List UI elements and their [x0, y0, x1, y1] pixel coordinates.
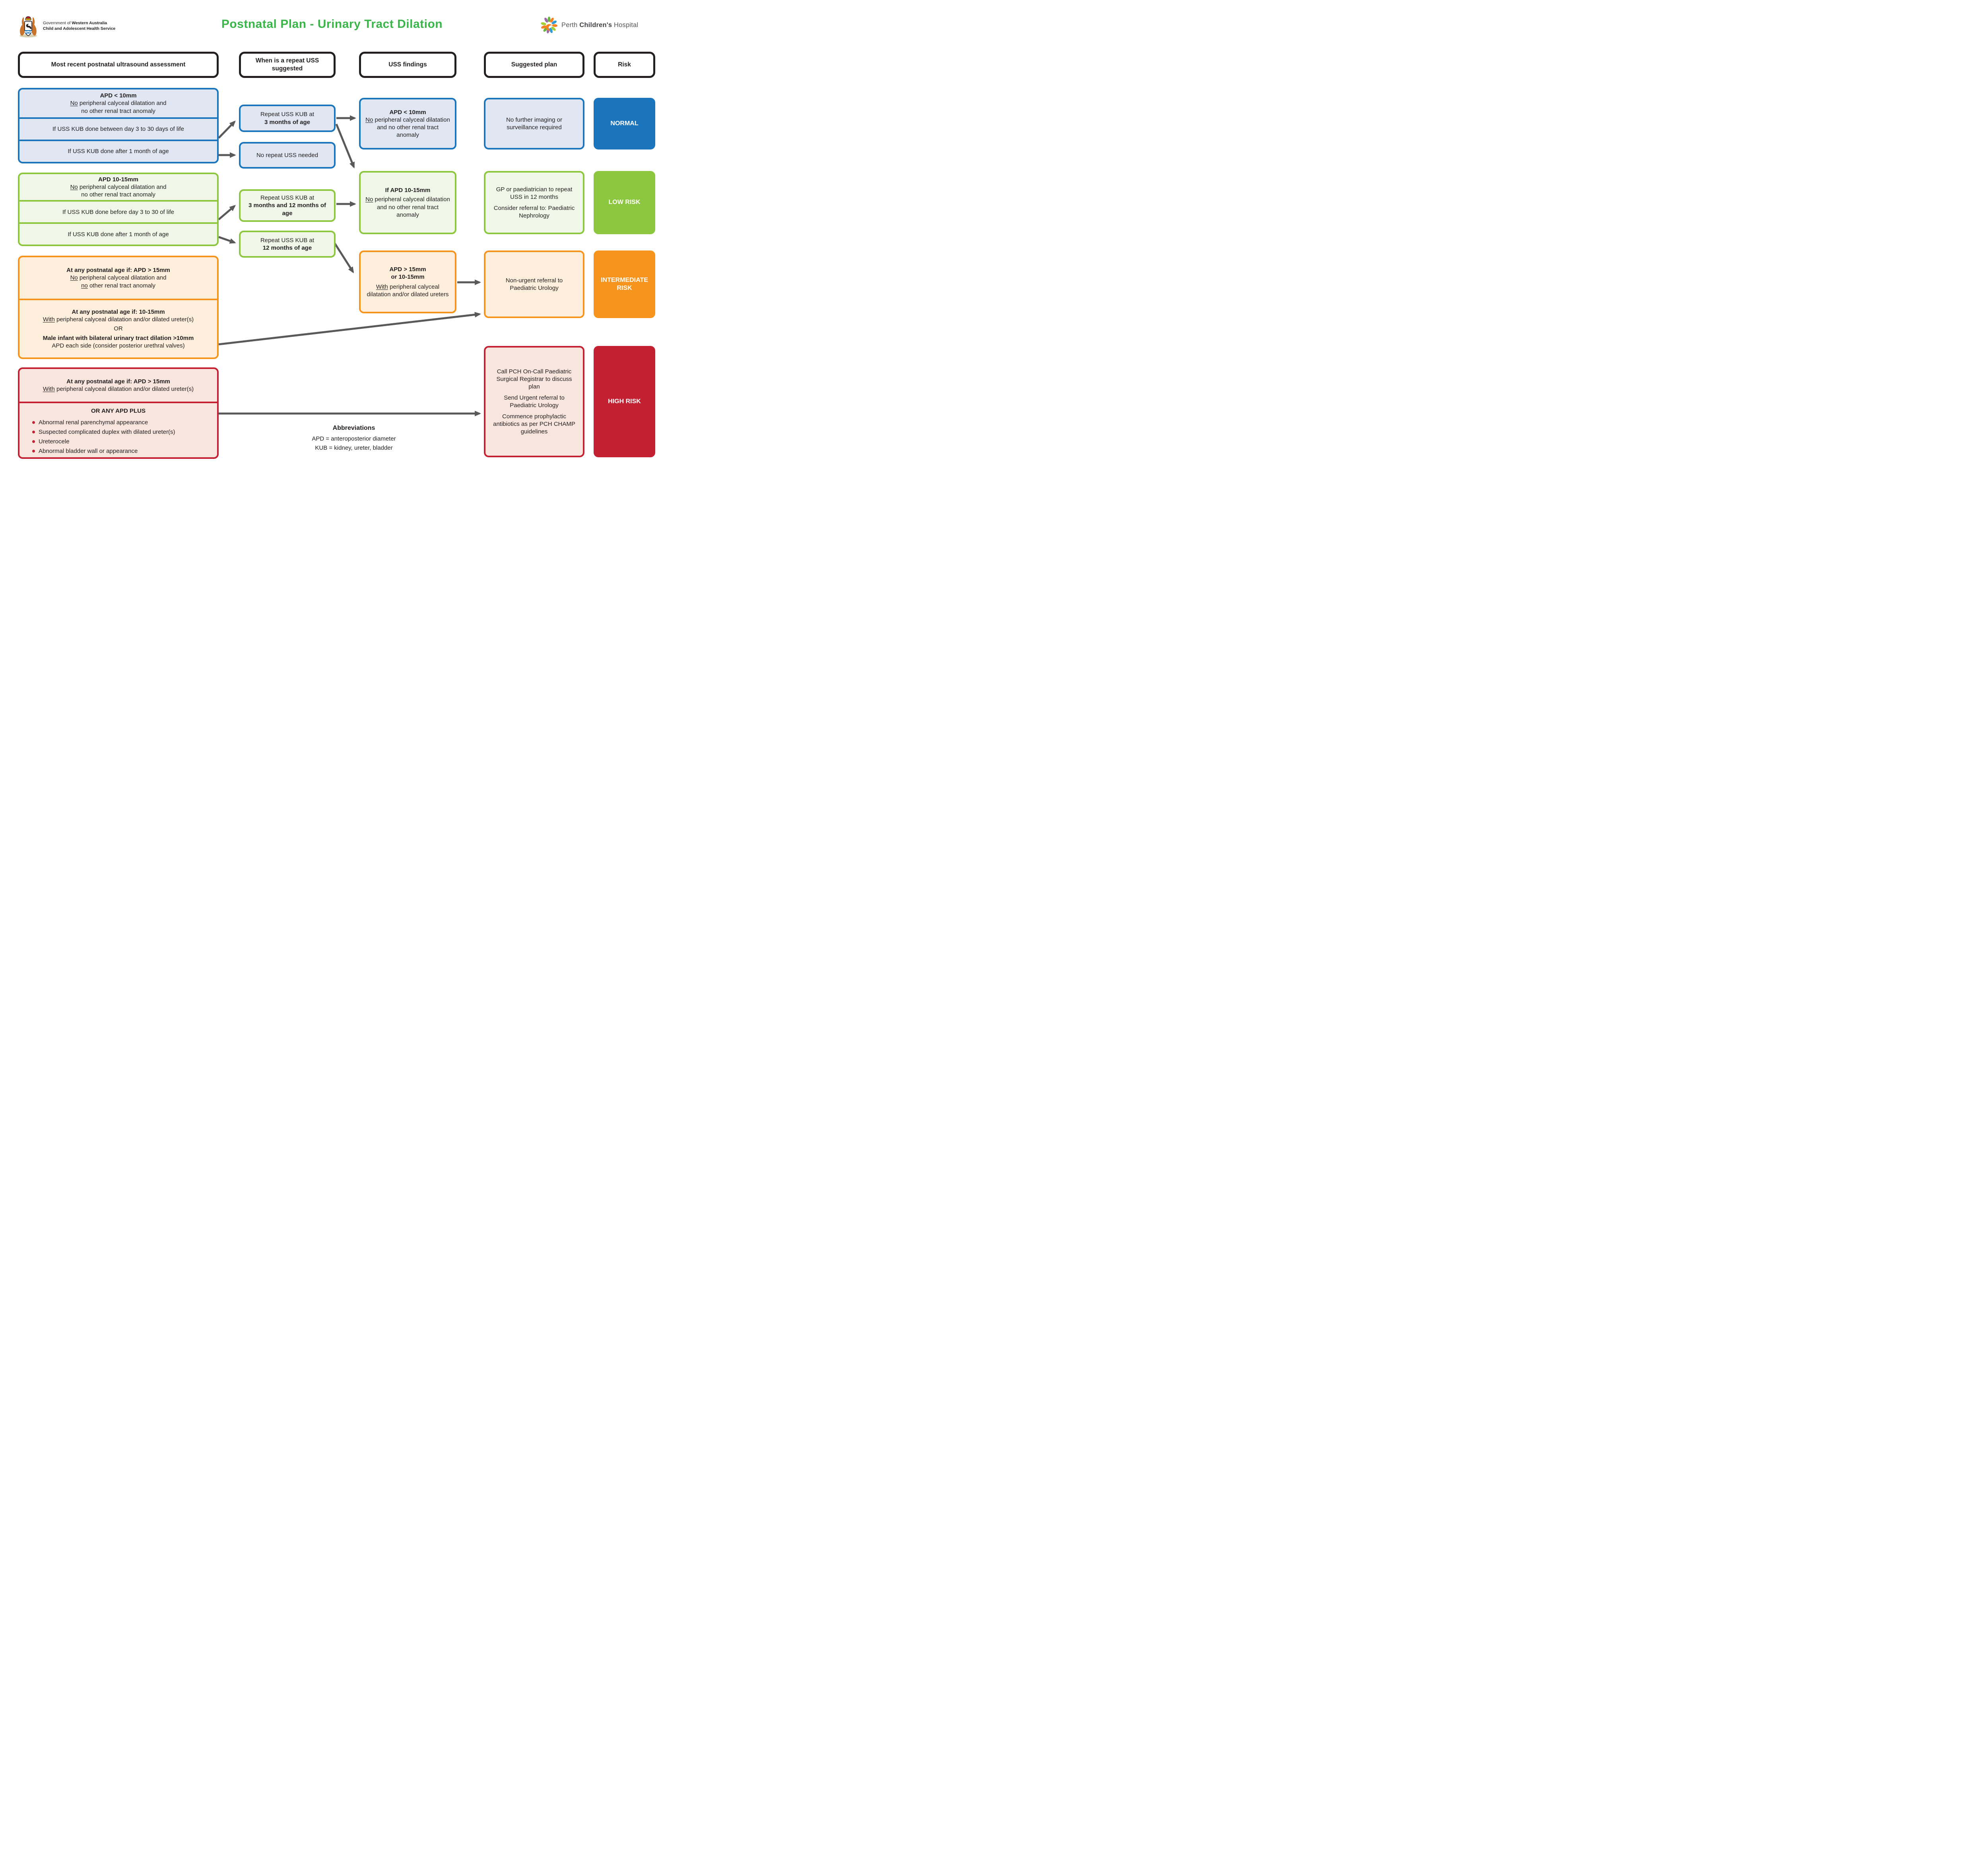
intermediate-findings-title2: or 10-15mm: [391, 274, 425, 281]
column-header-risk: Risk: [594, 52, 655, 78]
list-item: Abnormal bladder wall or appearance: [32, 447, 211, 455]
page-title: Postnatal Plan - Urinary Tract Dilation: [221, 17, 443, 31]
pch-kangaroo-swoosh: [545, 24, 552, 31]
risk-badge-intermediate: INTERMEDIATE RISK: [594, 251, 655, 318]
column-header-suggested-plan: Suggested plan: [484, 52, 584, 78]
lowrisk-criteria-line2: no other renal tract anomaly: [81, 191, 155, 198]
normal-assessment-box: APD < 10mm No peripheral calyceal dilata…: [18, 88, 219, 163]
or-separator: OR: [114, 325, 123, 332]
lowrisk-criteria-line1: No peripheral calyceal dilatation and: [70, 184, 167, 191]
arrow-blue-day3-to-repeat3m: [218, 120, 236, 139]
intermediate-apd-each-side-line: APD each side (consider posterior urethr…: [52, 342, 185, 349]
intermediate-findings-title1: APD > 15mm: [389, 266, 426, 273]
arrow-green-before-to-repeat3and12: [218, 205, 236, 220]
highrisk-plan-p2: Send Urgent referral to Paediatric Urolo…: [504, 394, 565, 409]
abbreviations-block: Abbreviations APD = anteroposterior diam…: [254, 425, 453, 451]
repeat-uss-timing: 3 months and 12 months of age: [248, 202, 326, 217]
normal-findings-title: APD < 10mm: [389, 109, 426, 116]
lowrisk-repeat-3and12-box: Repeat USS KUB at 3 months and 12 months…: [239, 189, 336, 222]
risk-badge-high: HIGH RISK: [594, 346, 655, 457]
abbreviation-kub: KUB = kidney, ureter, bladder: [315, 445, 393, 451]
postnatal-plan-flowchart: Government of Western Australia Child an…: [0, 0, 664, 468]
intermediate-male-infant-line: Male infant with bilateral urinary tract…: [43, 334, 194, 342]
pch-flower-icon: [541, 16, 558, 33]
bullet-dot-icon: [32, 421, 35, 424]
intermediate-findings-text: With peripheral calyceal dilatation and/…: [367, 283, 449, 298]
intermediate-apd-title: At any postnatal age if: APD > 15mm: [66, 267, 170, 274]
list-item: Ureterocele: [32, 438, 211, 445]
gov-line2: Child and Adolescent Health Service: [43, 26, 116, 31]
intermediate-assessment-box: At any postnatal age if: APD > 15mm No p…: [18, 256, 219, 359]
intermediate-with-line: With peripheral calyceal dilatation and/…: [43, 316, 194, 323]
normal-findings-text: No peripheral calyceal dilatation and no…: [365, 116, 450, 139]
highrisk-bullet-list: Abnormal renal parenchymal appearance Su…: [23, 419, 213, 455]
column-header-repeat-uss: When is a repeat USS suggested: [239, 52, 336, 78]
or-any-apd-plus-title: OR ANY APD PLUS: [91, 408, 146, 414]
pch-logo-text: Perth Children's Hospital: [561, 21, 639, 29]
repeat-uss-line: Repeat USS KUB at: [260, 194, 315, 202]
lowrisk-assessment-box: APD 10-15mm No peripheral calyceal dilat…: [18, 173, 219, 246]
intermediate-plan-box: Non-urgent referral to Paediatric Urolog…: [484, 251, 584, 318]
bullet-dot-icon: [32, 440, 35, 443]
lowrisk-plan-p1: GP or paediatrician to repeat USS in 12 …: [496, 186, 573, 200]
repeat-uss-line: Repeat USS KUB at: [260, 237, 315, 244]
abbreviations-title: Abbreviations: [332, 425, 375, 431]
bullet-dot-icon: [32, 450, 35, 453]
normal-when-after1month: If USS KUB done after 1 month of age: [19, 140, 217, 162]
repeat-uss-line: Repeat USS KUB at: [260, 111, 315, 118]
lowrisk-repeat-12months-box: Repeat USS KUB at 12 months of age: [239, 231, 336, 258]
highrisk-assessment-box: At any postnatal age if: APD > 15mm With…: [18, 367, 219, 459]
normal-criteria-line1: No peripheral calyceal dilatation and: [70, 100, 167, 107]
list-item: Abnormal renal parenchymal appearance: [32, 419, 211, 426]
bullet-dot-icon: [32, 431, 35, 434]
gov-line1: Government of Western Australia: [43, 20, 107, 25]
lowrisk-assessment-criteria: APD 10-15mm No peripheral calyceal dilat…: [19, 174, 217, 200]
lowrisk-findings-title: If APD 10-15mm: [385, 187, 431, 194]
highrisk-criteria-bottom: OR ANY APD PLUS Abnormal renal parenchym…: [19, 402, 217, 457]
wa-coat-of-arms-icon: [19, 16, 37, 37]
list-item: Suspected complicated duplex with dilate…: [32, 428, 211, 436]
lowrisk-plan-box: GP or paediatrician to repeat USS in 12 …: [484, 171, 584, 234]
gov-logo-text: Government of Western Australia Child an…: [43, 20, 115, 31]
highrisk-apd-title: At any postnatal age if: APD > 15mm: [66, 378, 170, 385]
arrow-repeat12-to-orange-findings: [334, 243, 354, 274]
column-header-uss-findings: USS findings: [359, 52, 456, 78]
intermediate-findings-box: APD > 15mm or 10-15mm With peripheral ca…: [359, 251, 456, 313]
intermediate-criteria-line2: no other renal tract anomaly: [81, 282, 155, 289]
risk-badge-low: LOW RISK: [594, 171, 655, 234]
no-repeat-uss-box: No repeat USS needed: [239, 142, 336, 169]
abbreviation-apd: APD = anteroposterior diameter: [312, 435, 396, 442]
highrisk-plan-p3: Commence prophylactic antibiotics as per…: [493, 413, 575, 435]
repeat-uss-timing: 12 months of age: [262, 245, 312, 251]
normal-assessment-criteria: APD < 10mm No peripheral calyceal dilata…: [19, 89, 217, 117]
highrisk-criteria-top: At any postnatal age if: APD > 15mm With…: [19, 369, 217, 402]
normal-when-day3to30: If USS KUB done between day 3 to 30 days…: [19, 117, 217, 140]
repeat-uss-timing: 3 months of age: [264, 118, 310, 126]
gov-logo: Government of Western Australia Child an…: [17, 14, 115, 38]
normal-criteria-line2: no other renal tract anomaly: [81, 107, 155, 115]
lowrisk-when-before-day3to30: If USS KUB done before day 3 to 30 of li…: [19, 200, 217, 222]
normal-repeat-3months-box: Repeat USS KUB at 3 months of age: [239, 105, 336, 132]
intermediate-criteria-line1: No peripheral calyceal dilatation and: [70, 274, 167, 282]
highrisk-with-line: With peripheral calyceal dilatation and/…: [43, 386, 194, 392]
lowrisk-when-after1month: If USS KUB done after 1 month of age: [19, 222, 217, 245]
highrisk-plan-box: Call PCH On-Call Paediatric Surgical Reg…: [484, 346, 584, 457]
normal-plan-box: No further imaging or surveillance requi…: [484, 98, 584, 150]
lowrisk-findings-text: No peripheral calyceal dilatation and no…: [365, 196, 450, 218]
column-header-assessment: Most recent postnatal ultrasound assessm…: [18, 52, 219, 78]
lowrisk-findings-box: If APD 10-15mm No peripheral calyceal di…: [359, 171, 456, 234]
intermediate-criteria-bottom: At any postnatal age if: 10-15mm With pe…: [19, 299, 217, 357]
pch-logo: Perth Children's Hospital: [540, 16, 638, 34]
normal-apd-title: APD < 10mm: [100, 92, 137, 99]
arrow-repeat3m-to-green-findings: [335, 124, 355, 169]
normal-findings-box: APD < 10mm No peripheral calyceal dilata…: [359, 98, 456, 150]
arrow-green-after1m-to-repeat12: [218, 236, 236, 244]
lowrisk-apd-title: APD 10-15mm: [98, 176, 138, 183]
lowrisk-plan-p2: Consider referral to: Paediatric Nephrol…: [493, 205, 575, 219]
highrisk-plan-p1: Call PCH On-Call Paediatric Surgical Reg…: [496, 368, 572, 390]
intermediate-criteria-top: At any postnatal age if: APD > 15mm No p…: [19, 257, 217, 299]
arrow-orange-left-to-plan: [218, 312, 481, 346]
intermediate-1015-title: At any postnatal age if: 10-15mm: [72, 309, 165, 316]
risk-badge-normal: NORMAL: [594, 98, 655, 150]
